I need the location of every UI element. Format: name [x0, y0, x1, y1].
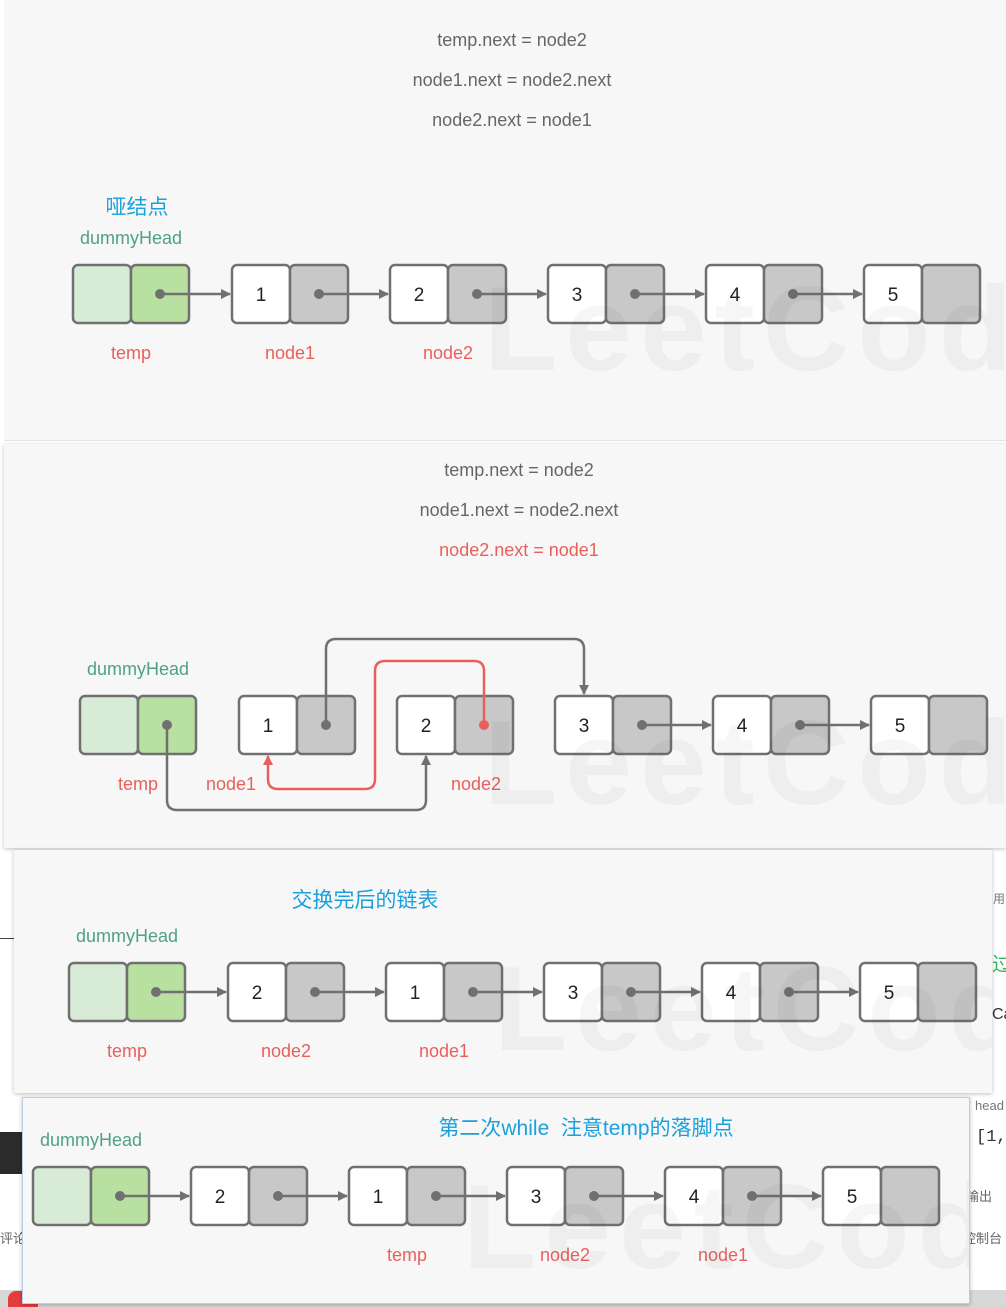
pointer-label-temp: temp — [107, 1041, 147, 1061]
node-value: 2 — [421, 716, 432, 737]
list-node: 3 — [542, 961, 701, 1023]
node-value: 1 — [373, 1187, 384, 1208]
caption-second-while: 第二次while 注意temp的落脚点 — [438, 1117, 733, 1140]
linked-list-diagram-2: temp.next = node2 node1.next = node2.nex… — [78, 460, 989, 812]
bg-array-text: [1, — [976, 1128, 1006, 1147]
caption-dummy-node: 哑结点 — [106, 196, 169, 219]
arrow-temp-to-node2 — [165, 725, 431, 812]
pointer-label-node2: node2 — [261, 1041, 311, 1061]
list-node: 1 — [230, 263, 389, 325]
pointer-label-node1: node1 — [419, 1041, 469, 1061]
arrow-node1-to-node3 — [324, 637, 589, 725]
node-value: 3 — [572, 285, 583, 306]
code-line-2: node1.next = node2.next — [420, 500, 619, 520]
pointer-label-temp: temp — [118, 774, 158, 794]
list-node: 5 — [858, 961, 978, 1023]
node-value: 2 — [414, 285, 425, 306]
dummy-head-label: dummyHead — [87, 659, 189, 679]
list-node: 4 — [700, 961, 859, 1023]
pointer-label-temp: temp — [387, 1245, 427, 1265]
dummy-head-label: dummyHead — [76, 926, 178, 946]
code-line-1: temp.next = node2 — [437, 30, 587, 50]
code-line-2: node1.next = node2.next — [413, 70, 612, 90]
linked-list-diagram-3: 交换完后的链表 dummyHead 2 1 3 — [67, 889, 978, 1061]
node-value: 4 — [689, 1187, 700, 1208]
pointer-label-node2: node2 — [423, 343, 473, 363]
caption-after-swap: 交换完后的链表 — [292, 889, 439, 912]
linked-list-diagram-4: 第二次while 注意temp的落脚点 dummyHead 2 1 3 — [31, 1117, 941, 1265]
list-node: 4 — [663, 1165, 822, 1227]
dummy-head-label: dummyHead — [40, 1130, 142, 1150]
node-value: 5 — [884, 983, 895, 1004]
diagram-panel-second-iteration: LeetCode 第二次while 注意temp的落脚点 dummyHead 2… — [22, 1097, 970, 1304]
list-node: 3 — [553, 694, 712, 756]
dummy-head-label: dummyHead — [80, 228, 182, 248]
node-value: 1 — [256, 285, 267, 306]
node-value: 5 — [847, 1187, 858, 1208]
dummy-node — [78, 694, 198, 756]
diagram-panel-after-swap: LeetCode 交换完后的链表 dummyHead 2 1 — [14, 850, 992, 1093]
linked-list-diagram-1: temp.next = node2 node1.next = node2.nex… — [71, 30, 982, 363]
diagram-panel-initial: LeetCode temp.next = node2 node1.next = … — [4, 0, 1006, 441]
list-node: 5 — [821, 1165, 941, 1227]
code-line-3-highlighted: node2.next = node1 — [439, 540, 599, 560]
bg-divider-line — [0, 938, 14, 939]
node-value: 2 — [215, 1187, 226, 1208]
list-node: 1 — [347, 1165, 506, 1227]
node-value: 5 — [888, 285, 899, 306]
list-node: 1 — [384, 961, 543, 1023]
list-node: 2 — [388, 263, 547, 325]
code-line-1: temp.next = node2 — [444, 460, 594, 480]
node-value: 4 — [726, 983, 737, 1004]
pointer-label-node1: node1 — [698, 1245, 748, 1265]
list-node: 5 — [862, 263, 982, 325]
list-node: 2 — [395, 694, 515, 756]
list-node: 1 — [237, 694, 357, 756]
bg-head-text: head — [975, 1098, 1004, 1113]
list-node: 2 — [189, 1165, 348, 1227]
list-node: 3 — [546, 263, 705, 325]
dummy-node — [31, 1165, 190, 1227]
dummy-node — [67, 961, 227, 1023]
node-value: 3 — [531, 1187, 542, 1208]
bg-ca-text: Ca — [992, 1006, 1006, 1023]
bg-green-text: 过 — [992, 954, 1006, 976]
diagram-panel-swapping: LeetCode temp.next = node2 node1.next = … — [4, 444, 1006, 848]
bg-comment-text: 评论 — [0, 1231, 27, 1246]
bg-console-text: 控制台 — [963, 1231, 1003, 1246]
dummy-node — [71, 263, 231, 325]
node-value: 3 — [568, 983, 579, 1004]
arrow-node2-to-node1 — [263, 659, 486, 791]
list-node: 2 — [226, 961, 385, 1023]
node-value: 3 — [579, 716, 590, 737]
node-value: 4 — [737, 716, 748, 737]
pointer-label-node2: node2 — [540, 1245, 590, 1265]
pointer-label-node1: node1 — [206, 774, 256, 794]
pointer-label-node2: node2 — [451, 774, 501, 794]
list-node: 4 — [711, 694, 870, 756]
node-value: 4 — [730, 285, 741, 306]
list-node: 4 — [704, 263, 863, 325]
code-line-3: node2.next = node1 — [432, 110, 592, 130]
node-value: 5 — [895, 716, 906, 737]
node-value: 2 — [252, 983, 263, 1004]
bg-output-text: 输出 — [966, 1189, 993, 1204]
pointer-label-temp: temp — [111, 343, 151, 363]
node-value: 1 — [410, 983, 421, 1004]
bg-use-text: 用 — [993, 892, 1006, 906]
list-node: 5 — [869, 694, 989, 756]
list-node: 3 — [505, 1165, 664, 1227]
bg-dark-block — [0, 1132, 22, 1174]
node-value: 1 — [263, 716, 274, 737]
pointer-label-node1: node1 — [265, 343, 315, 363]
